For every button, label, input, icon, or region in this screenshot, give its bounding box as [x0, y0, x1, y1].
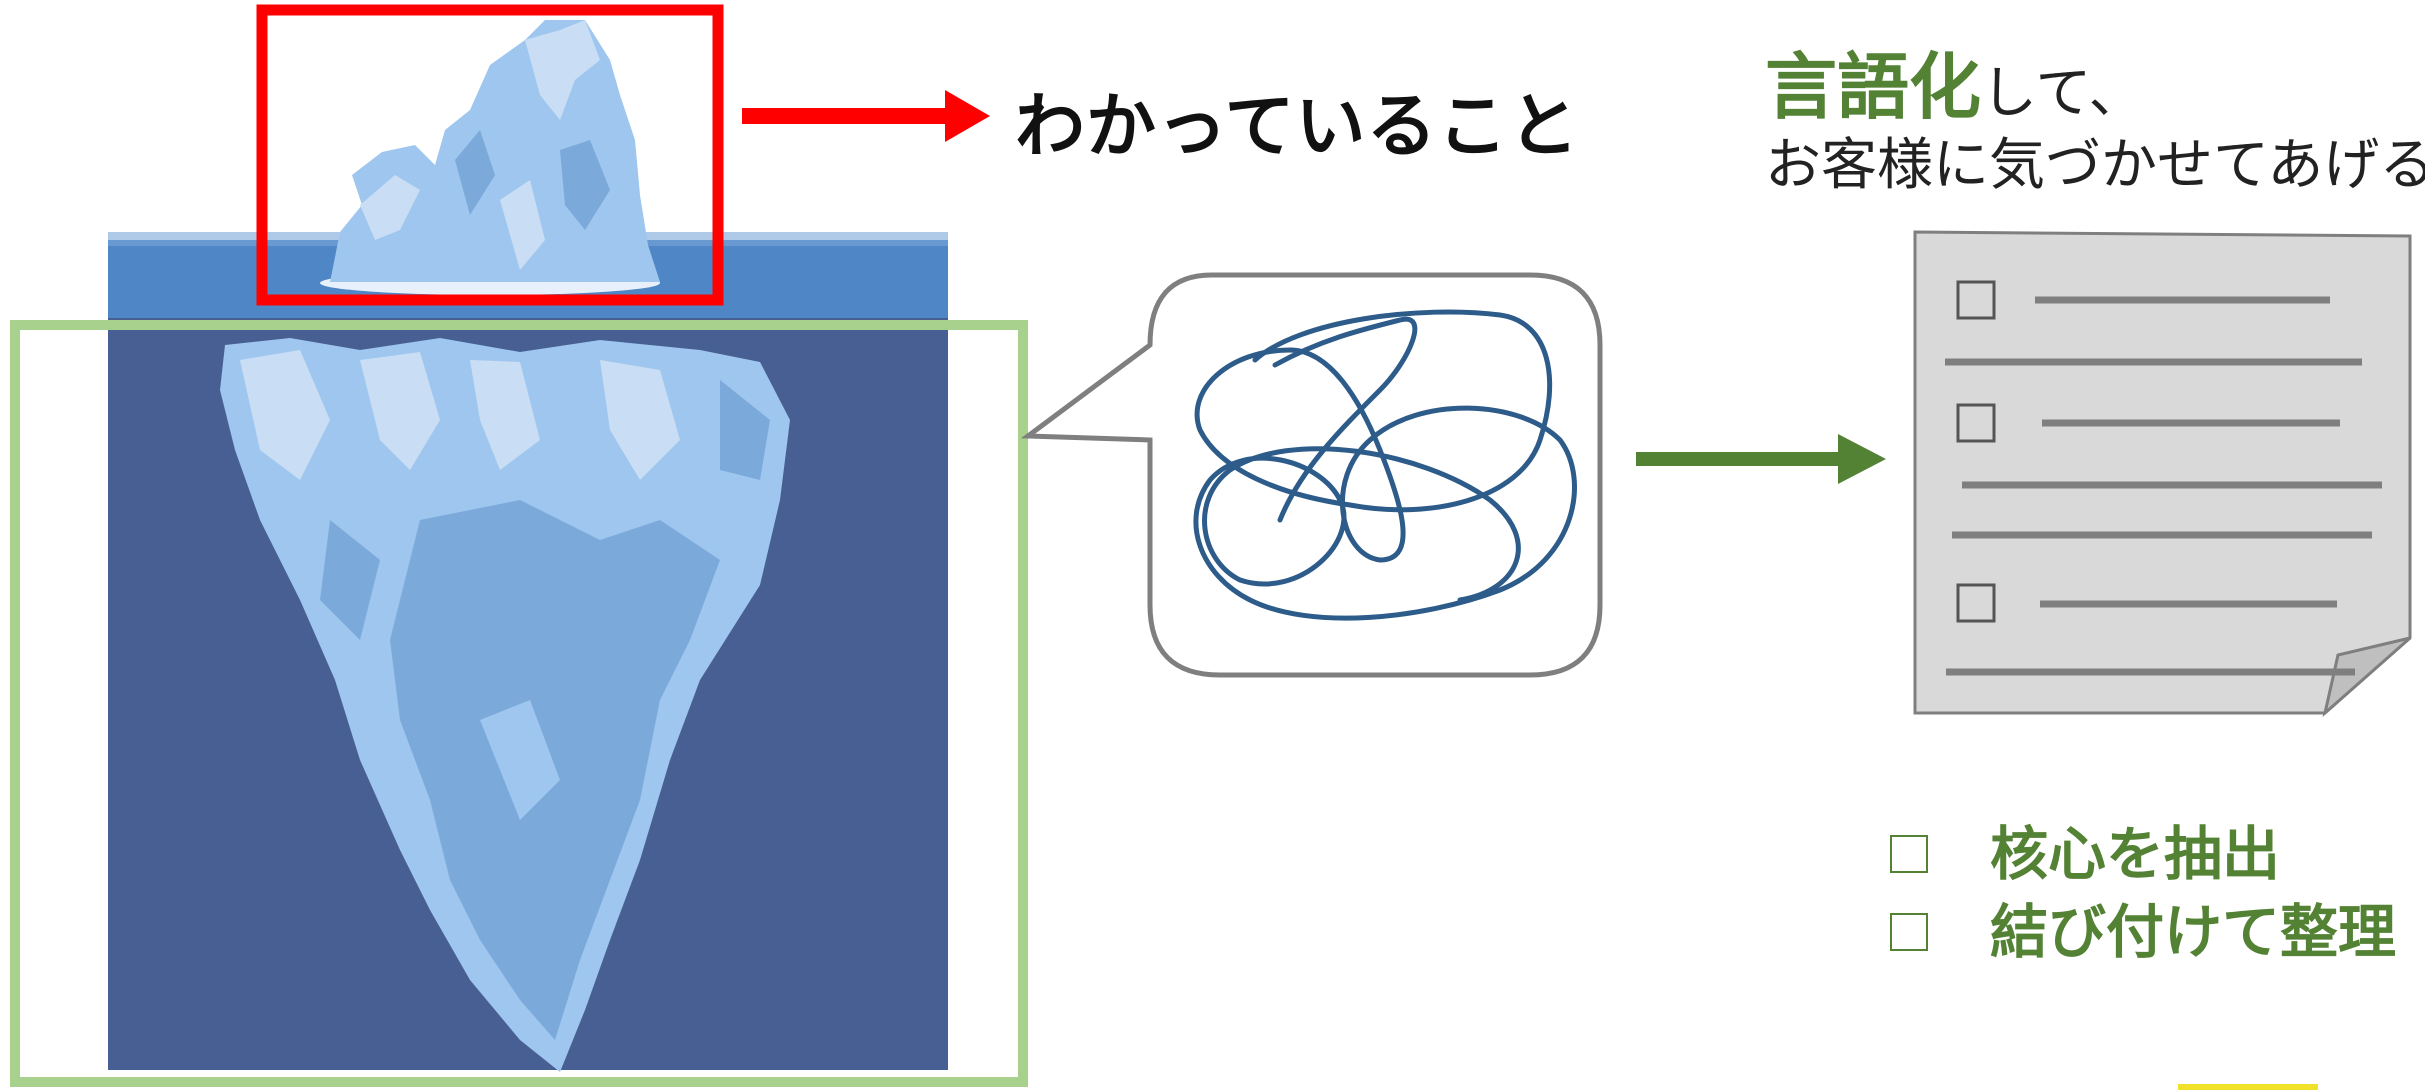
- highlight-marker: [2178, 1084, 2318, 1090]
- tip-highlight-frame: [256, 4, 724, 306]
- speech-bubble-icon: [1020, 272, 1603, 678]
- scribble-icon: [1193, 309, 1577, 621]
- key-point-label: 核心を抽出: [1990, 820, 2281, 888]
- checkbox-icon: [1890, 913, 1928, 951]
- verbalization-keyword: 言語化: [1765, 45, 1982, 129]
- header-line-1: 言語化して、: [1765, 28, 2145, 133]
- key-point-item: 結び付けて整理: [1890, 893, 2396, 971]
- checkbox-icon: [1956, 403, 1996, 443]
- checkbox-icon: [1890, 835, 1928, 873]
- arrow-right-icon: [742, 90, 990, 142]
- underwater-highlight-frame: [10, 320, 1028, 1087]
- known-things-label: わかっていること: [1015, 85, 1580, 167]
- key-points-list: 核心を抽出 結び付けて整理: [1890, 815, 2396, 971]
- arrow-right-icon: [1636, 434, 1886, 484]
- key-point-label: 結び付けて整理: [1990, 898, 2397, 966]
- header-line-1-rest: して、: [1981, 61, 2145, 126]
- document-icon: [1913, 230, 2412, 718]
- key-point-item: 核心を抽出: [1890, 815, 2396, 893]
- iceberg-tip: [320, 20, 660, 295]
- checkbox-icon: [1956, 280, 1996, 320]
- iceberg-underwater: [220, 338, 790, 1072]
- header-line-2: お客様に気づかせてあげる: [1765, 133, 2425, 198]
- checkbox-icon: [1956, 583, 1996, 623]
- iceberg-illustration: [108, 20, 948, 1072]
